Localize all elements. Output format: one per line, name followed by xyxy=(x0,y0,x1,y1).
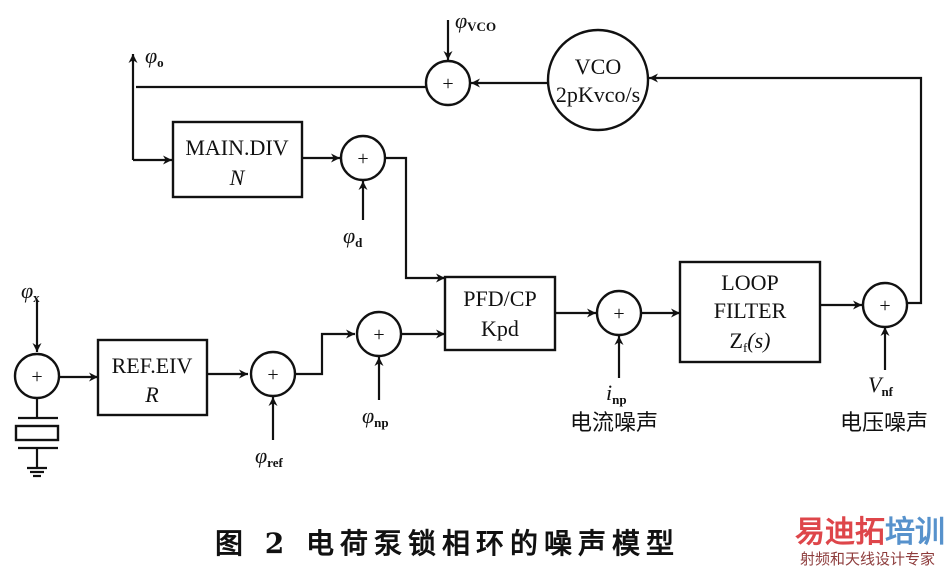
loop-filter-label-2: FILTER xyxy=(714,298,787,323)
watermark-brand: 易迪拓培训 xyxy=(795,515,945,550)
label-phi-o: φo xyxy=(145,43,164,70)
ref-div-ratio: R xyxy=(144,382,159,407)
label-phi-ref: φref xyxy=(255,443,283,470)
main-div-label: MAIN.DIV xyxy=(185,135,288,160)
watermark-logo: 易迪拓培训 射频和天线设计专家 xyxy=(795,515,945,568)
watermark-tagline: 射频和天线设计专家 xyxy=(800,550,935,568)
summer-np: + xyxy=(355,310,403,358)
ref-div-block: REF.EIV R xyxy=(96,338,209,417)
label-v-nf: Vnf xyxy=(868,372,894,399)
divider-to-pfd-line xyxy=(385,156,445,283)
crystal-body xyxy=(14,424,60,442)
plus-icon: + xyxy=(357,148,368,170)
plus-icon: + xyxy=(267,364,278,386)
vco-block: VCO 2pKvco/s xyxy=(546,28,650,132)
plus-icon: + xyxy=(373,324,384,346)
summer-x: + xyxy=(13,352,61,400)
label-phi-x: φx xyxy=(21,278,40,305)
pfd-cp-label: PFD/CP xyxy=(463,286,536,311)
ref-div-label: REF.EIV xyxy=(112,353,193,378)
vco-transfer: 2pKvco/s xyxy=(556,82,640,107)
current-noise-caption: 电流噪声 xyxy=(570,411,658,436)
summer-ref: + xyxy=(249,350,297,398)
loop-filter-transfer: Zf(s) xyxy=(729,328,770,355)
plus-icon: + xyxy=(31,366,42,388)
vco-label: VCO xyxy=(575,54,621,79)
voltage-noise-caption: 电压噪声 xyxy=(840,411,928,436)
main-div-block: MAIN.DIV N xyxy=(171,120,304,199)
ref-to-summer-np-line xyxy=(296,329,355,376)
label-phi-np: φnp xyxy=(362,403,389,430)
label-phi-d: φd xyxy=(343,223,363,250)
figure-caption: 图 2 电荷泵锁相环的噪声模型 xyxy=(215,527,680,560)
loop-filter-block: LOOP FILTER Zf(s) xyxy=(678,260,822,364)
label-i-np: inp xyxy=(606,380,627,407)
plus-icon: + xyxy=(442,73,453,95)
plus-icon: + xyxy=(613,303,624,325)
pfd-cp-block: PFD/CP Kpd xyxy=(443,275,557,352)
loop-filter-label-1: LOOP xyxy=(721,270,778,295)
main-div-ratio: N xyxy=(229,165,246,190)
plus-icon: + xyxy=(879,295,890,317)
feedback-to-vco-line xyxy=(649,73,923,305)
summer-v: + xyxy=(861,281,909,329)
summer-i: + xyxy=(595,289,643,337)
summer-vco: + xyxy=(424,59,472,107)
summer-d: + xyxy=(339,134,387,182)
label-phi-vco: φVCO xyxy=(455,8,496,34)
pfd-cp-gain: Kpd xyxy=(481,316,519,341)
